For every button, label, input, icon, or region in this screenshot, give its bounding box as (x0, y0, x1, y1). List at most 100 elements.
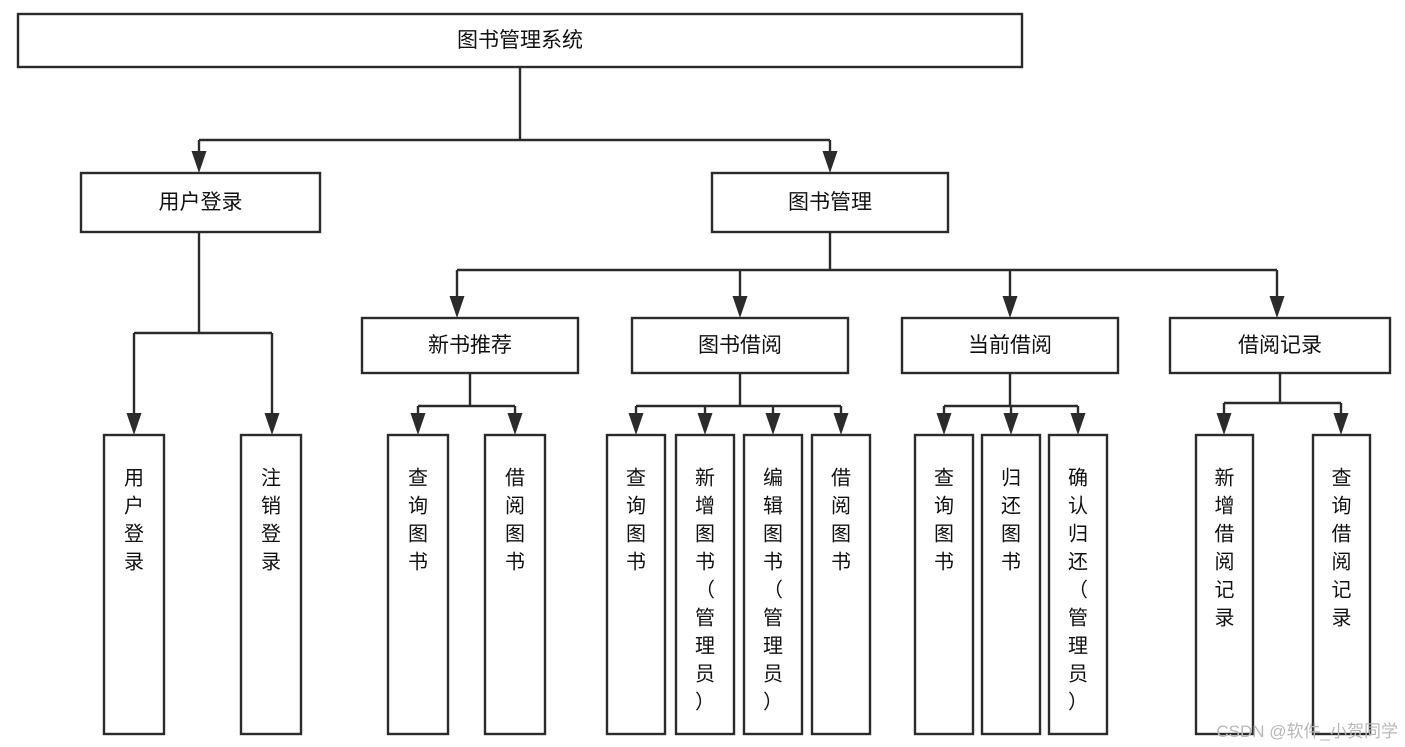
node-box-leaf-add-borrow-record[interactable] (1194, 433, 1255, 736)
node-label-leaf-add-book-admin: 书 (695, 550, 715, 573)
node-box-leaf-borrow-book-recommend[interactable] (483, 433, 547, 736)
arrow-head-icon (936, 413, 952, 435)
arrow-head-icon (1269, 296, 1285, 318)
node-label-leaf-query-book-borrow: 询 (626, 494, 646, 517)
node-label-leaf-query-book-recommend: 书 (408, 550, 428, 573)
node-label-leaf-query-borrow-record: 借 (1332, 522, 1352, 545)
node-box-leaf-return-book[interactable] (980, 433, 1042, 736)
node-label-leaf-user-login: 用 (124, 467, 144, 489)
connector-user-login-to-leaf1 (126, 333, 142, 435)
arrow-head-icon (732, 296, 748, 318)
node-label-leaf-edit-book-admin: 编 (763, 466, 783, 489)
connector-borrow-to-leaf4 (833, 406, 849, 435)
node-user-login[interactable]: 用户登录 (79, 171, 322, 234)
arrow-head-icon (833, 413, 849, 435)
node-label-leaf-user-login: 录 (124, 551, 144, 573)
node-box-book-management[interactable] (710, 171, 950, 234)
node-label-book-borrow: 图书借阅 (698, 334, 782, 357)
node-box-borrow-record[interactable] (1168, 316, 1392, 375)
node-new-book-recommend[interactable]: 新书推荐 (360, 316, 580, 375)
node-label-leaf-return-book: 还 (1001, 494, 1021, 517)
node-label-leaf-add-book-admin: 增 (695, 494, 715, 517)
node-label-leaf-add-book-admin: 员 (695, 663, 715, 685)
node-label-leaf-edit-book-admin: （ (763, 578, 783, 601)
connector-current-to-leaf2 (1003, 406, 1019, 435)
node-box-leaf-confirm-return-admin[interactable] (1047, 433, 1109, 736)
connector-borrow-to-leaf2 (697, 406, 713, 435)
node-box-leaf-logout[interactable] (239, 433, 303, 736)
connector-user-login-to-leaf2 (264, 333, 280, 435)
arrow-head-icon (507, 413, 523, 435)
node-root[interactable]: 图书管理系统 (16, 12, 1024, 69)
node-book-management[interactable]: 图书管理 (710, 171, 950, 234)
node-label-leaf-add-book-admin: ） (695, 690, 715, 713)
node-box-leaf-query-book-recommend[interactable] (386, 433, 450, 736)
node-label-leaf-query-book-recommend: 查 (408, 466, 428, 489)
node-box-new-book-recommend[interactable] (360, 316, 580, 375)
node-borrow-record[interactable]: 借阅记录 (1168, 316, 1392, 375)
node-label-leaf-add-borrow-record: 借 (1215, 522, 1235, 545)
node-label-leaf-add-borrow-record: 增 (1215, 494, 1235, 517)
node-box-leaf-query-book-current[interactable] (913, 433, 975, 736)
connector-root-to-book-management (822, 140, 838, 173)
node-box-leaf-query-book-borrow[interactable] (605, 433, 667, 736)
node-label-leaf-user-login: 登 (124, 522, 144, 545)
connectors-layer (126, 67, 1349, 435)
arrow-head-icon (1003, 413, 1019, 435)
connector-borrow-to-leaf3 (765, 406, 781, 435)
node-label-current-borrow: 当前借阅 (968, 334, 1052, 357)
node-box-leaf-borrow-book[interactable] (810, 433, 872, 736)
arrow-head-icon (126, 413, 142, 435)
node-label-leaf-add-borrow-record: 录 (1215, 607, 1235, 629)
arrow-head-icon (765, 413, 781, 435)
node-label-book-management: 图书管理 (788, 191, 872, 214)
node-current-borrow[interactable]: 当前借阅 (900, 316, 1120, 375)
node-box-current-borrow[interactable] (900, 316, 1120, 375)
node-label-leaf-confirm-return-admin: 认 (1068, 494, 1088, 517)
connector-record-to-leaf2 (1333, 403, 1349, 435)
node-label-leaf-query-borrow-record: 询 (1332, 494, 1352, 517)
node-label-leaf-query-book-borrow: 图 (626, 523, 646, 545)
node-label-leaf-query-book-borrow: 书 (626, 550, 646, 573)
arrow-head-icon (822, 151, 838, 173)
node-label-leaf-confirm-return-admin: （ (1068, 578, 1088, 601)
node-label-root: 图书管理系统 (457, 29, 583, 52)
nodes-layer: 图书管理系统用户登录图书管理新书推荐图书借阅当前借阅借阅记录用户登录注销登录查询… (16, 12, 1392, 736)
node-book-borrow[interactable]: 图书借阅 (630, 316, 850, 375)
node-box-root[interactable] (16, 12, 1024, 69)
node-box-user-login[interactable] (79, 171, 322, 234)
arrow-head-icon (628, 413, 644, 435)
node-label-leaf-edit-book-admin: 管 (763, 606, 783, 629)
node-leaf-user-login[interactable]: 用户登录 (102, 433, 166, 736)
node-label-leaf-add-borrow-record: 记 (1215, 578, 1235, 601)
node-box-leaf-user-login[interactable] (102, 433, 166, 736)
node-box-leaf-edit-book-admin[interactable] (742, 433, 804, 736)
node-label-leaf-user-login: 户 (124, 494, 144, 517)
node-box-leaf-query-borrow-record[interactable] (1311, 433, 1372, 736)
node-box-leaf-add-book-admin[interactable] (674, 433, 736, 736)
node-label-leaf-edit-book-admin: 辑 (763, 494, 783, 517)
node-box-book-borrow[interactable] (630, 316, 850, 375)
node-label-leaf-query-book-recommend: 图 (408, 523, 428, 545)
node-label-leaf-query-book-current: 询 (934, 494, 954, 517)
arrow-head-icon (410, 413, 426, 435)
node-label-leaf-borrow-book-recommend: 书 (505, 550, 525, 573)
connector-current-to-leaf1 (936, 406, 952, 435)
node-label-leaf-add-book-admin: 新 (695, 466, 715, 489)
node-label-leaf-query-book-current: 书 (934, 550, 954, 573)
arrow-head-icon (1070, 413, 1086, 435)
